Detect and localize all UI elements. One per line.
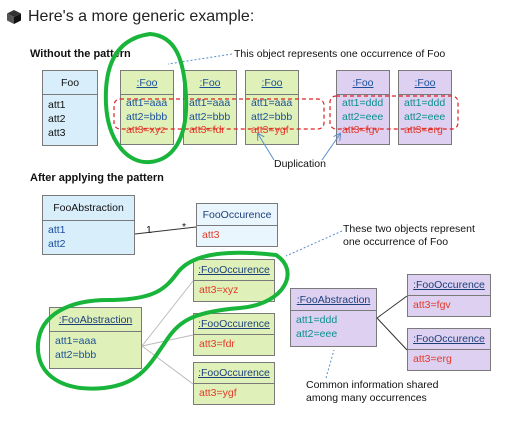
object-foo-5-att2: att2=eee xyxy=(404,110,446,123)
object-foo-2: :Foo att1=aaa att2=bbb att3=fdr xyxy=(183,70,237,145)
object-foo-occurence-5-att3: att3=erg xyxy=(413,353,452,365)
object-foo-1: :Foo att1=aaa att2=bbb att3=xyz xyxy=(120,70,174,145)
object-foo-2-att3: att3=fdr xyxy=(189,124,225,136)
object-foo-3-title: :Foo xyxy=(261,77,283,89)
object-foo-1-title: :Foo xyxy=(136,77,158,89)
object-foo-occurence-4-title: :FooOccurence xyxy=(413,279,485,291)
class-foo-abstraction-att2: att2 xyxy=(48,238,66,250)
class-foo-abstraction-title: FooAbstraction xyxy=(53,202,124,214)
note-two-objects-line2: one occurrence of Foo xyxy=(343,236,449,248)
class-foo-title: Foo xyxy=(60,77,80,89)
object-foo-4-att2: att2=eee xyxy=(342,110,384,123)
object-foo-abstraction-green: :FooAbstraction att1=aaa att2=bbb xyxy=(49,307,142,369)
note-common-line1: Common information shared xyxy=(306,379,439,391)
object-foo-abstraction-green-att1: att1=aaa xyxy=(55,335,97,347)
object-foo-occurence-2-title: :FooOccurence xyxy=(198,318,270,330)
object-foo-4: :Foo att1=ddd att2=eee att3=fgv xyxy=(336,70,390,145)
object-foo-occurence-2-att3: att3=fdr xyxy=(199,338,235,350)
object-foo-abstraction-purple-att2: att2=eee xyxy=(296,328,338,340)
object-foo-occurence-5: :FooOccurence att3=erg xyxy=(407,328,491,371)
object-foo-abstraction-purple: :FooAbstraction att1=ddd att2=eee xyxy=(290,288,377,347)
cube-icon xyxy=(6,9,22,25)
object-foo-2-att1: att1=aaa xyxy=(189,97,231,109)
object-foo-occurence-3: :FooOccurence att3=ygf xyxy=(193,362,275,405)
object-foo-abstraction-green-title: :FooAbstraction xyxy=(58,314,133,326)
class-foo-att2: att2 xyxy=(48,113,66,125)
object-foo-5-att3: att3=erg xyxy=(404,124,443,136)
object-foo-5: :Foo att1=ddd att2=eee att3=erg xyxy=(398,70,452,145)
object-foo-occurence-3-att3: att3=ygf xyxy=(199,387,237,399)
link-purple-2 xyxy=(376,317,408,351)
class-foo: Foo att1 att2 att3 xyxy=(42,70,98,146)
multiplicity-many: * xyxy=(182,221,187,233)
note-two-objects-line1: These two objects represent xyxy=(343,223,475,235)
object-foo-3-att2: att2=bbb xyxy=(251,110,293,123)
object-foo-occurence-4-att3: att3=fgv xyxy=(413,299,451,311)
class-foo-att3: att3 xyxy=(48,127,66,139)
object-foo-2-att2: att2=bbb xyxy=(189,110,231,123)
class-foo-occurence-att3: att3 xyxy=(202,229,220,241)
note-occurrence: This object represents one occurrence of… xyxy=(234,48,446,60)
page-header: Here's a more generic example: xyxy=(6,6,254,28)
object-foo-occurence-2: :FooOccurence att3=fdr xyxy=(193,313,275,356)
object-foo-1-att2: att2=bbb xyxy=(126,110,168,123)
object-foo-5-att1: att1=ddd xyxy=(404,97,446,109)
association-line xyxy=(134,226,197,235)
link-green-1 xyxy=(141,280,194,347)
class-foo-att1: att1 xyxy=(48,99,66,111)
object-foo-2-title: :Foo xyxy=(199,77,221,89)
note-common-pointer xyxy=(325,349,335,379)
object-foo-1-att1: att1=aaa xyxy=(126,97,168,109)
link-green-2 xyxy=(141,334,194,347)
link-purple-1 xyxy=(376,295,408,319)
class-foo-abstraction-att1: att1 xyxy=(48,224,66,236)
object-foo-occurence-4: :FooOccurence att3=fgv xyxy=(407,274,491,317)
object-foo-3-att1: att1=aaa xyxy=(251,97,293,109)
object-foo-4-att3: att3=fgv xyxy=(342,124,380,136)
object-foo-occurence-5-title: :FooOccurence xyxy=(413,333,485,345)
object-foo-occurence-1-att3: att3=xyz xyxy=(199,284,239,296)
object-foo-1-att3: att3=xyz xyxy=(126,124,166,136)
object-foo-occurence-1-title: :FooOccurence xyxy=(198,264,270,276)
object-foo-abstraction-purple-title: :FooAbstraction xyxy=(296,294,371,306)
class-foo-abstraction: FooAbstraction att1 att2 xyxy=(42,195,135,255)
note-duplication: Duplication xyxy=(274,158,326,170)
link-green-3 xyxy=(141,345,194,385)
note-occurrence-pointer xyxy=(167,53,233,65)
object-foo-3: :Foo att1=aaa att2=bbb att3=ygf xyxy=(245,70,299,145)
object-foo-occurence-3-title: :FooOccurence xyxy=(198,367,270,379)
class-foo-occurence-title: FooOccurence xyxy=(202,209,272,221)
object-foo-abstraction-purple-att1: att1=ddd xyxy=(296,314,338,326)
object-foo-occurence-1: :FooOccurence att3=xyz xyxy=(193,259,275,302)
object-foo-5-title: :Foo xyxy=(414,77,436,89)
class-foo-occurence: FooOccurence att3 xyxy=(196,203,278,247)
note-common-line2: among many occurrences xyxy=(306,392,427,404)
multiplicity-one: 1 xyxy=(146,224,152,236)
page-title: Here's a more generic example: xyxy=(28,8,255,25)
object-foo-abstraction-green-att2: att2=bbb xyxy=(55,349,97,361)
note-two-objects-pointer xyxy=(285,230,343,257)
object-foo-3-att3: att3=ygf xyxy=(251,124,289,136)
object-foo-4-att1: att1=ddd xyxy=(342,97,384,109)
section-title-without: Without the pattern xyxy=(30,48,131,60)
section-title-after: After applying the pattern xyxy=(30,172,164,184)
object-foo-4-title: :Foo xyxy=(352,77,374,89)
